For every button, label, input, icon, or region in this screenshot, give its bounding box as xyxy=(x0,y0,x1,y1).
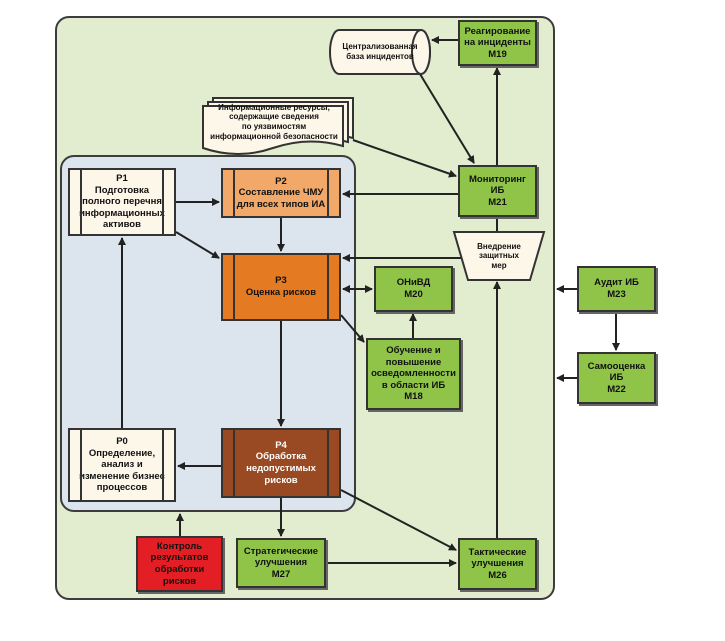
measure-m21-box: Мониторинг ИБ М21 xyxy=(458,165,537,217)
measure-m23-box: Аудит ИБ М23 xyxy=(577,266,656,312)
incident-database-label: Централизованная база инцидентов xyxy=(342,42,418,61)
measure-m19-box: Реагирование на инциденты М19 xyxy=(458,20,537,66)
information-resources-label: Информационные ресурсы, содержащие сведе… xyxy=(210,102,338,141)
process-p4-box: Р4 Обработка недопустимых рисков xyxy=(221,428,341,498)
control-results-box: Контроль результатов обработки рисков xyxy=(136,536,223,592)
process-p1-box: Р1 Подготовка полного перечня информацио… xyxy=(68,168,176,236)
measure-m22-box: Самооценка ИБ М22 xyxy=(577,352,656,404)
information-resources-shape xyxy=(202,97,354,155)
process-p3-box: Р3 Оценка рисков xyxy=(221,253,341,321)
vnedrenie-label: Внедрение защитных мер xyxy=(477,241,521,270)
incident-database-shape xyxy=(329,29,431,75)
vnedrenie-trapezoid xyxy=(452,231,546,281)
measure-m27-box: Стратегические улучшения М27 xyxy=(236,538,326,588)
measure-m18-box: Обучение и повышение осведомленности в о… xyxy=(366,338,461,410)
process-p2-box: Р2 Составление ЧМУ для всех типов ИА xyxy=(221,168,341,218)
process-p0-box: Р0 Определение, анализ и изменение бизне… xyxy=(68,428,176,502)
measure-m26-box: Тактические улучшения М26 xyxy=(458,538,537,590)
measure-m20-box: ОНиВД М20 xyxy=(374,266,453,312)
